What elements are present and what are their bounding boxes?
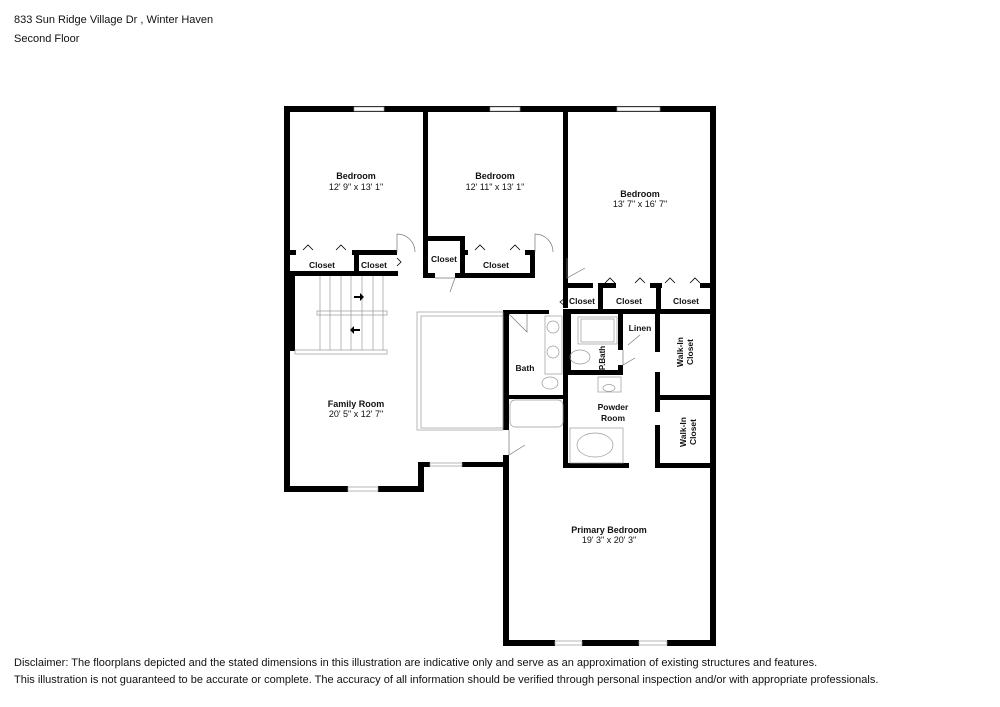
closet-label: Closet bbox=[483, 260, 509, 270]
floor-label: Second Floor bbox=[14, 33, 80, 45]
bedroom2-name: Bedroom bbox=[475, 171, 515, 181]
linen-label: Linen bbox=[629, 323, 652, 333]
walkin-closet-label: Walk-In bbox=[678, 417, 688, 447]
stair-arrows bbox=[350, 293, 364, 334]
closet-label: Closet bbox=[431, 254, 457, 264]
closet-label: Closet bbox=[309, 260, 335, 270]
closet-label: Closet bbox=[673, 296, 699, 306]
bath-label: Bath bbox=[516, 363, 535, 373]
bedroom1-dims: 12' 9" x 13' 1" bbox=[329, 182, 383, 192]
primary-bedroom-dims: 19' 3" x 20' 3" bbox=[582, 535, 636, 545]
family-room-name: Family Room bbox=[328, 399, 385, 409]
walkin-closet-label: Walk-In bbox=[675, 337, 685, 367]
closet-label: Closet bbox=[361, 260, 387, 270]
room-labels: Bedroom 12' 9" x 13' 1" Bedroom 12' 11" … bbox=[309, 171, 699, 545]
walkin-closet-label: Closet bbox=[688, 419, 698, 445]
disclaimer-line-2: This illustration is not guaranteed to b… bbox=[14, 674, 879, 686]
pbath-label: P.Bath bbox=[598, 346, 607, 370]
bedroom3-dims: 13' 7" x 16' 7" bbox=[613, 199, 667, 209]
primary-bedroom-name: Primary Bedroom bbox=[571, 525, 647, 535]
bedroom2-dims: 12' 11" x 13' 1" bbox=[466, 182, 525, 192]
disclaimer-line-1: Disclaimer: The floorplans depicted and … bbox=[14, 657, 818, 669]
property-address: 833 Sun Ridge Village Dr , Winter Haven bbox=[14, 14, 214, 26]
powder-room-label: Powder bbox=[598, 402, 629, 412]
walls bbox=[284, 106, 716, 646]
closet-label: Closet bbox=[616, 296, 642, 306]
family-room-dims: 20' 5" x 12' 7" bbox=[329, 409, 383, 419]
bedroom3-name: Bedroom bbox=[620, 189, 660, 199]
walkin-closet-label: Closet bbox=[685, 339, 695, 365]
closet-door-marks bbox=[302, 244, 701, 307]
closet-label: Closet bbox=[569, 296, 595, 306]
powder-room-label: Room bbox=[601, 413, 626, 423]
open-to-below bbox=[416, 311, 504, 431]
bedroom1-name: Bedroom bbox=[336, 171, 376, 181]
fixtures bbox=[509, 315, 624, 464]
stairs bbox=[294, 276, 388, 355]
windows bbox=[347, 106, 668, 646]
doors bbox=[396, 233, 641, 456]
